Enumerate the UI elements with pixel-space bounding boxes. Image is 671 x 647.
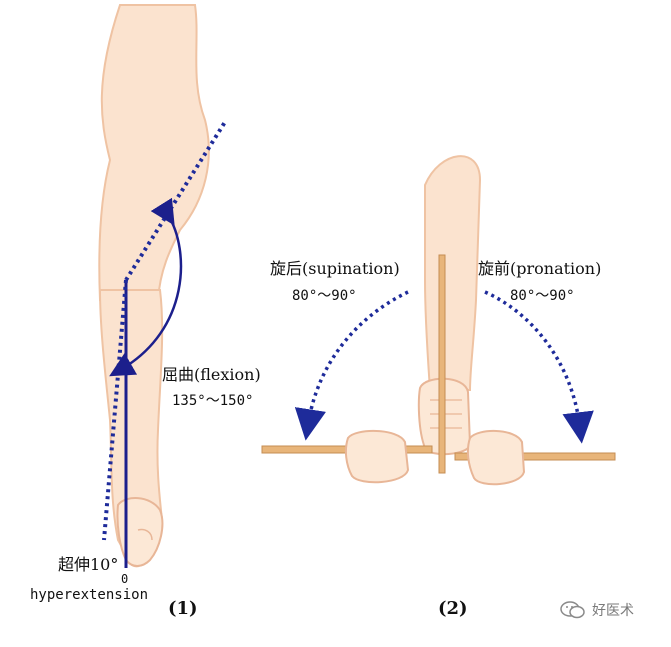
flexion-range-label: 135°～150° <box>172 393 254 409</box>
flexion-label: 屈曲(flexion) <box>162 365 261 384</box>
supination-range-label: 80°～90° <box>292 288 357 304</box>
watermark: 好医术 <box>560 600 634 620</box>
supination-label: 旋后(supination) <box>270 259 400 278</box>
watermark-text: 好医术 <box>592 603 634 619</box>
pronation-range-label: 80°～90° <box>510 288 575 304</box>
pronation-label: 旋前(pronation) <box>478 259 602 278</box>
pronation-fist <box>466 429 526 486</box>
wechat-icon <box>560 601 585 619</box>
panel-2-label: (2) <box>438 598 468 619</box>
supination-fist <box>344 429 410 484</box>
neutral-stick <box>438 254 446 474</box>
forearm-illustration <box>417 155 482 456</box>
hyperextension-angle-label: 超伸10° <box>58 555 119 574</box>
flexion-arc-arrow <box>109 197 183 377</box>
arm-illustration <box>98 4 210 568</box>
hyperextension-label: hyperextension <box>30 587 149 603</box>
pronation-stick <box>454 452 616 461</box>
zero-degree-label: 0 <box>121 572 129 586</box>
panel-1-label: (1) <box>168 598 198 619</box>
supination-arrow <box>294 290 409 441</box>
flexion-dotted-line <box>124 120 227 282</box>
pronation-arrow <box>484 290 594 444</box>
